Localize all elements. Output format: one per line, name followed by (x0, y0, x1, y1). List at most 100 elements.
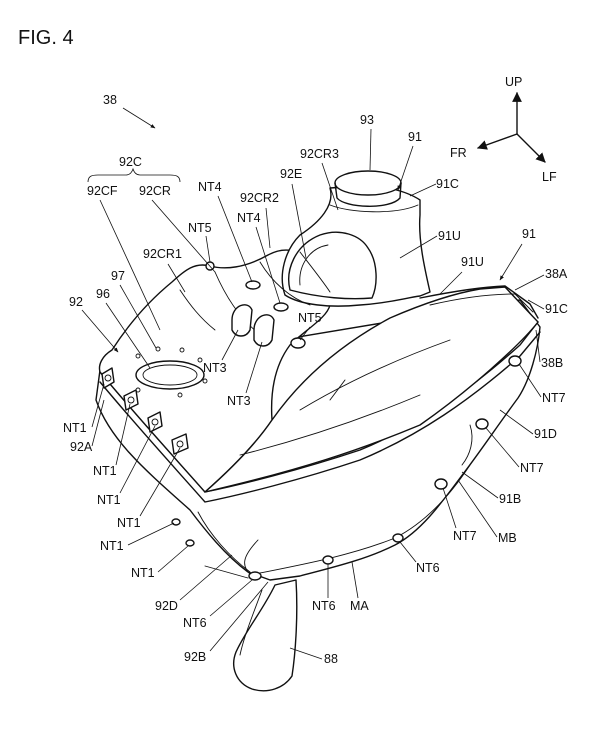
label-97: 97 (111, 269, 125, 283)
leader-91c-top (409, 183, 437, 197)
label-nt1-b: NT1 (93, 464, 117, 478)
housing-drawing (95, 170, 541, 692)
label-nt1-c: NT1 (97, 493, 121, 507)
label-92: 92 (69, 295, 83, 309)
leader-91-right (499, 243, 523, 281)
label-93: 93 (360, 113, 374, 127)
leader-nt6-a (399, 541, 417, 563)
tail-fin-inner (239, 589, 263, 656)
bowl-contour-d (461, 424, 473, 466)
leader-nt5-b (299, 326, 311, 341)
label-nt7-b: NT7 (520, 461, 544, 475)
leader-nt1-e (127, 522, 175, 546)
leader-91c-right (527, 299, 545, 310)
leader-38b (535, 329, 541, 363)
label-92a: 92A (70, 440, 93, 454)
label-nt1-e: NT1 (100, 539, 124, 553)
label-38b: 38B (541, 356, 563, 370)
cap-93-top (334, 170, 402, 196)
leader-nt1-a (91, 383, 105, 428)
label-nt4-a: NT4 (198, 180, 222, 194)
left-arrow (516, 133, 546, 163)
leader-92cr1 (167, 263, 186, 293)
nuts-nt6 (248, 533, 404, 581)
label-nt3-b: NT3 (227, 394, 251, 408)
ridge-92e (299, 251, 331, 293)
leader-96 (105, 302, 151, 369)
leader-38a (514, 274, 545, 291)
leader-93 (369, 128, 372, 171)
flange-lower (99, 331, 541, 503)
label-91-right: 91 (522, 227, 536, 241)
label-92c: 92C (119, 155, 142, 169)
leader-92 (81, 309, 119, 353)
leader-mb (457, 479, 498, 538)
leader-nt4-a (217, 195, 253, 283)
label-fr: FR (450, 146, 467, 160)
cover-crease-3 (329, 379, 346, 401)
cover-crease-2 (239, 394, 421, 456)
leader-nt1-b (115, 403, 131, 466)
label-38: 38 (103, 93, 117, 107)
leader-nt1-c (119, 425, 156, 494)
nuts-nt1-lower (171, 518, 195, 547)
opening-96-inner (142, 364, 198, 386)
leader-92cr (151, 199, 216, 273)
nuts-nt7 (434, 355, 522, 490)
label-92cf: 92CF (87, 184, 118, 198)
leader-nt7-b (485, 427, 520, 468)
front-arrow (477, 133, 518, 150)
label-91-top: 91 (408, 130, 422, 144)
label-nt1-a: NT1 (63, 421, 87, 435)
leader-92a (91, 399, 105, 447)
label-nt1-f: NT1 (131, 566, 155, 580)
bowl-contour-c (204, 565, 249, 579)
leader-nt4-b (255, 226, 281, 304)
label-nt4-b: NT4 (237, 211, 261, 225)
label-up: UP (505, 75, 522, 89)
label-nt7-c: NT7 (453, 529, 477, 543)
label-91u-a: 91U (438, 229, 461, 243)
cover-91 (204, 286, 539, 493)
label-91c-right: 91C (545, 302, 568, 316)
label-nt3-a: NT3 (203, 361, 227, 375)
leader-nt5-a (205, 235, 211, 263)
figure-title: FIG. 4 (18, 27, 74, 49)
opening-96 (135, 360, 205, 390)
cover-rim-38a (419, 285, 539, 319)
nuts-nt1 (101, 367, 189, 455)
leader-92d (179, 554, 233, 601)
label-38a: 38A (545, 267, 568, 281)
ridge-92cr1 (179, 289, 216, 331)
label-88: 88 (324, 652, 338, 666)
label-92d: 92D (155, 599, 178, 613)
cover-rim-inner (429, 293, 534, 313)
leader-92cf (99, 199, 161, 331)
cover-crease-1 (299, 339, 451, 411)
label-lf: LF (542, 170, 557, 184)
label-92cr1: 92CR1 (143, 247, 182, 261)
label-91u-b: 91U (461, 255, 484, 269)
label-92cr: 92CR (139, 184, 171, 198)
direction-indicator: UP FR LF (450, 75, 557, 184)
label-nt6-a: NT6 (416, 561, 440, 575)
leader-91b (461, 471, 499, 499)
label-nt1-d: NT1 (117, 516, 141, 530)
bolt-holes-92 (135, 346, 208, 398)
leader-91-top (397, 145, 414, 191)
brace-92c (87, 167, 181, 183)
leader-nt1-d (139, 447, 181, 517)
leader-92b (209, 581, 269, 652)
tail-fin-88 (233, 579, 298, 692)
leader-91u-b (439, 271, 463, 295)
leader-nt3-b (245, 341, 263, 394)
ridge-92cr2 (259, 261, 311, 306)
label-91c-top: 91C (436, 177, 459, 191)
label-nt6-c: NT6 (183, 616, 207, 630)
label-nt6-b: NT6 (312, 599, 336, 613)
label-92b: 92B (184, 650, 206, 664)
leader-92cr2 (265, 207, 271, 249)
label-ma: MA (350, 599, 369, 613)
leader-38 (122, 107, 156, 129)
